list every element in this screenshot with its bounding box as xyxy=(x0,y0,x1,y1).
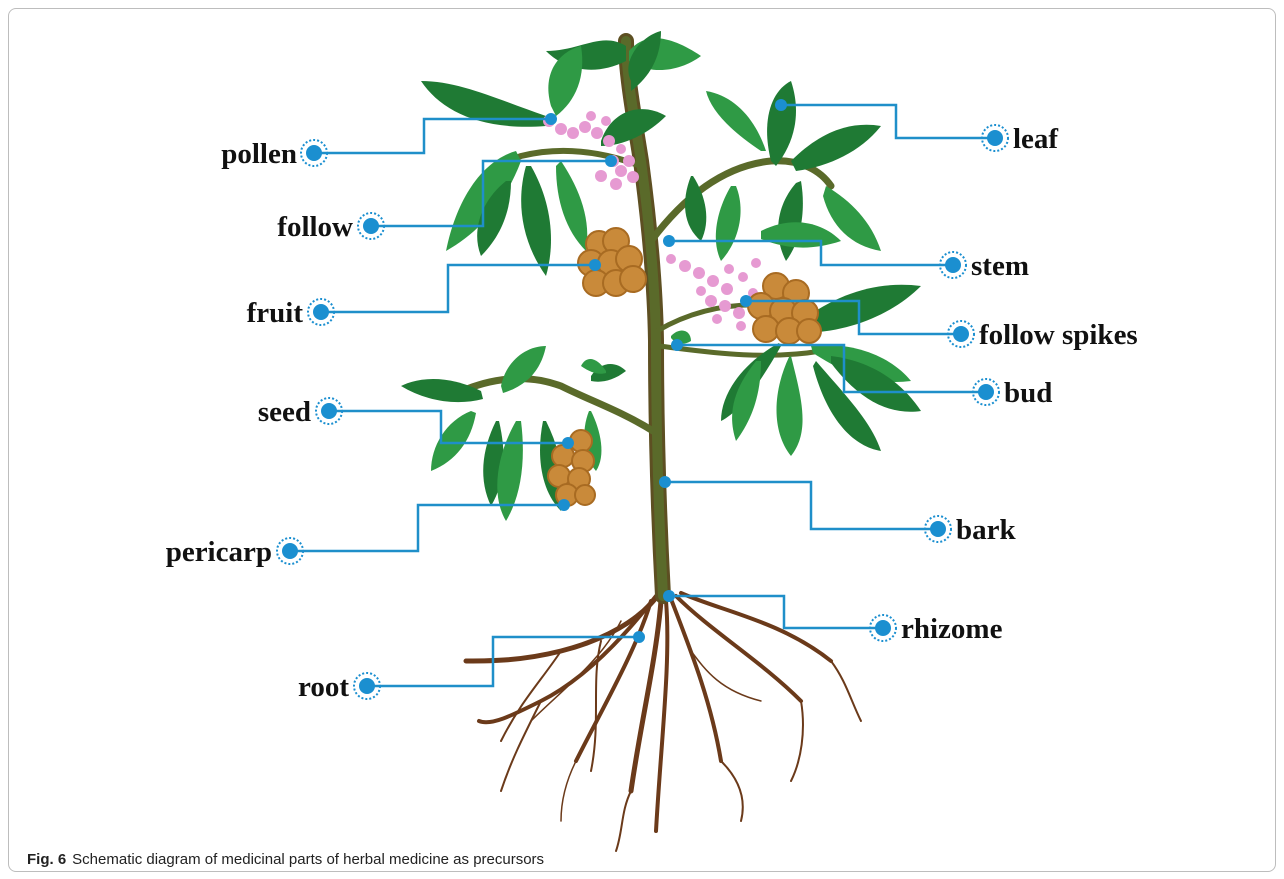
root-system xyxy=(466,591,861,851)
figure-caption-label: Fig. 6 xyxy=(27,851,66,868)
figure-frame: pollen follow fruit seed pericarp root l… xyxy=(8,8,1276,872)
label-follow-spikes: follow spikes xyxy=(979,319,1138,351)
label-pericarp: pericarp xyxy=(166,536,272,568)
label-rhizome: rhizome xyxy=(901,613,1003,645)
label-fruit: fruit xyxy=(247,297,304,329)
plant-diagram: pollen follow fruit seed pericarp root l… xyxy=(9,9,1276,872)
label-stem: stem xyxy=(971,250,1029,282)
label-leaf: leaf xyxy=(1013,123,1058,155)
label-pollen: pollen xyxy=(221,138,297,170)
label-bark: bark xyxy=(956,514,1017,546)
figure-caption: Fig. 6 Schematic diagram of medicinal par… xyxy=(27,851,544,868)
figure-caption-text: Schematic diagram of medicinal parts of … xyxy=(72,851,544,868)
label-root: root xyxy=(298,671,349,703)
label-follow: follow xyxy=(277,211,353,243)
label-bud: bud xyxy=(1004,377,1052,409)
label-seed: seed xyxy=(258,396,311,428)
